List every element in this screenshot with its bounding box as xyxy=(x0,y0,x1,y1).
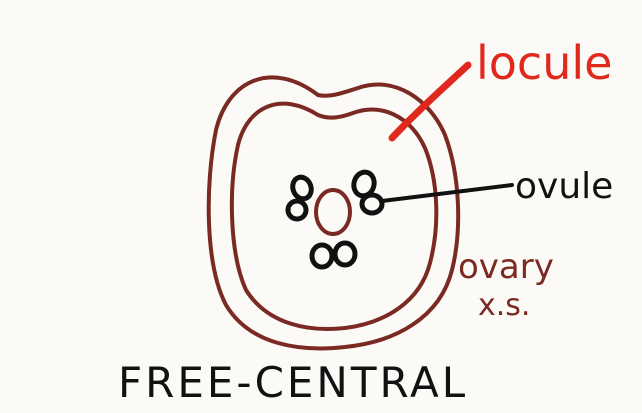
ovary-xs-label: x.s. xyxy=(478,288,530,323)
central-placenta xyxy=(316,190,350,234)
ovule xyxy=(362,195,382,213)
ovules xyxy=(288,170,382,267)
ovule-label: ovule xyxy=(515,166,613,207)
ovule xyxy=(335,243,355,265)
ovule-leader-line xyxy=(382,185,512,201)
ovule xyxy=(312,245,332,267)
locule-leader-line xyxy=(392,65,468,138)
ovule xyxy=(288,201,306,219)
diagram-caption: FREE-CENTRAL xyxy=(118,358,468,407)
ovary-label: ovary xyxy=(458,247,554,287)
ovule xyxy=(290,175,314,202)
ovary-inner-wall xyxy=(232,104,436,329)
locule-label: locule xyxy=(476,36,612,90)
